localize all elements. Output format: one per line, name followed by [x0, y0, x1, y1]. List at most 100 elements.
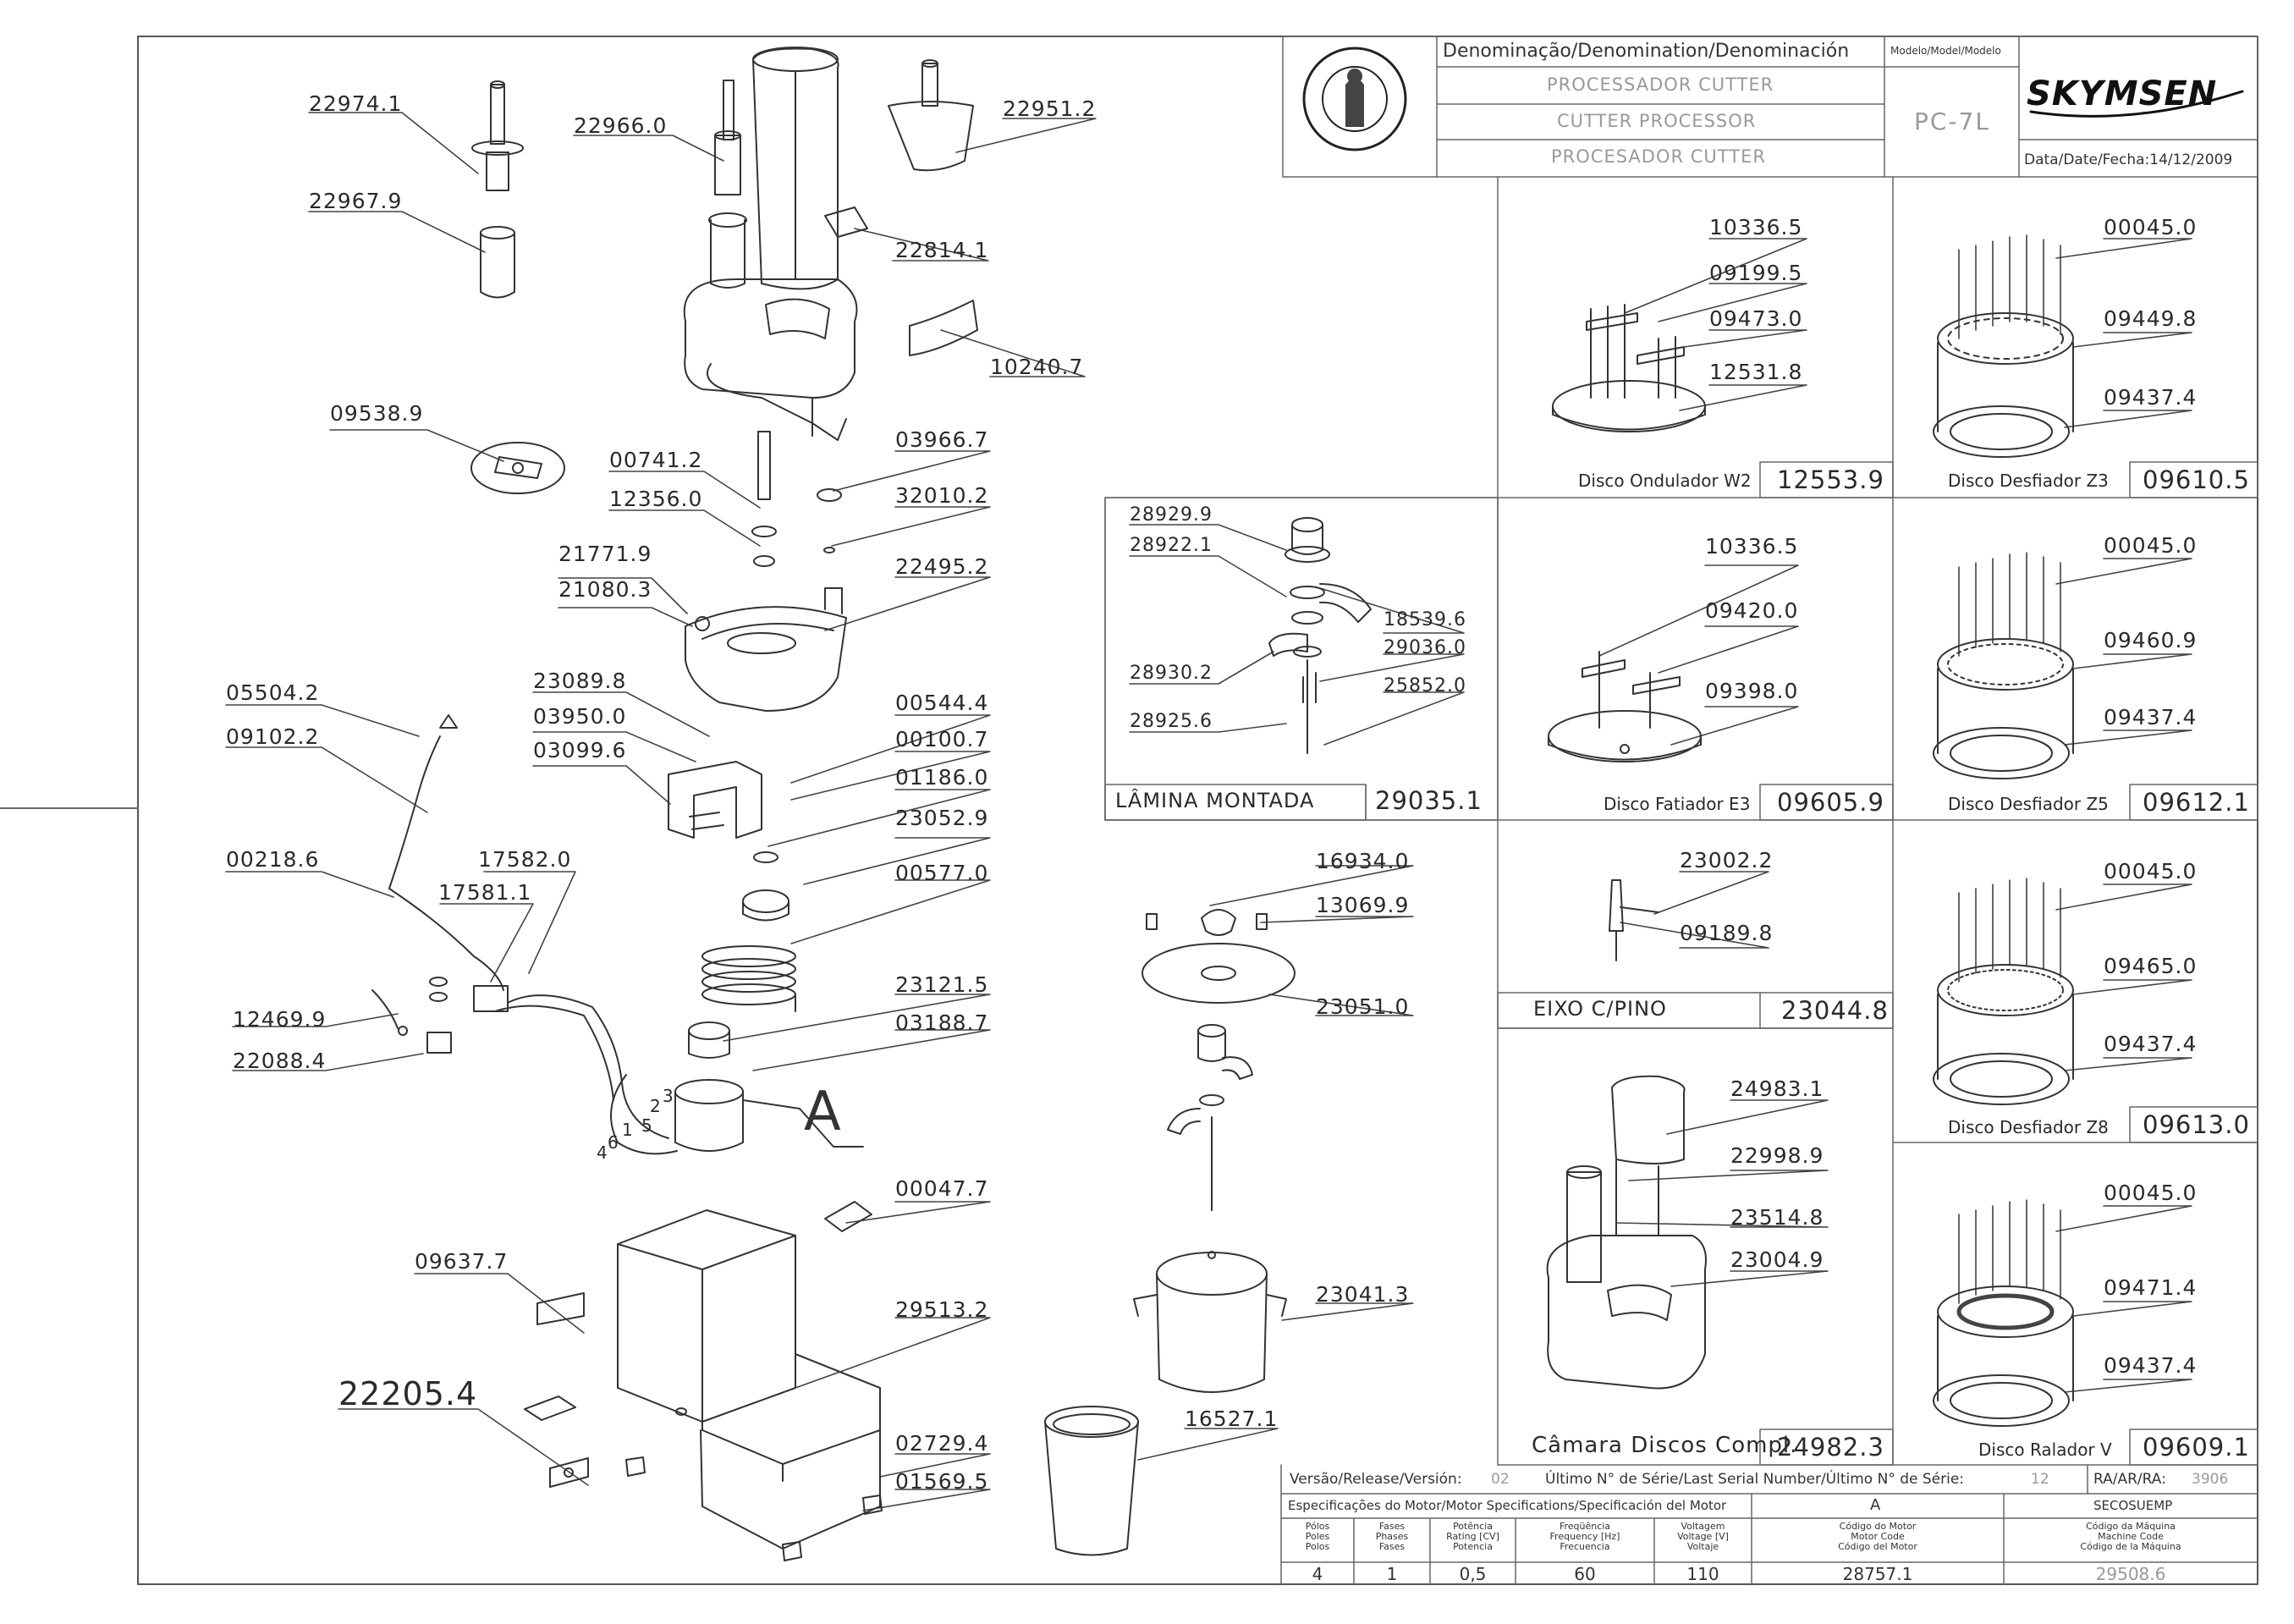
pulley-23052: [742, 889, 789, 922]
box-code: 09613.0: [2143, 1110, 2250, 1139]
serial-value: 12: [2031, 1471, 2049, 1488]
part-label: 22814.1: [895, 238, 989, 262]
denomination-label: Denominação/Denomination/Denominación: [1443, 41, 1850, 62]
part-label: 22088.4: [233, 1049, 327, 1073]
part-label: 22974.1: [309, 91, 403, 116]
serial-label: Último N° de Série/Last Serial Number/Úl…: [1545, 1471, 1965, 1488]
part-label: 28929.9: [1130, 504, 1213, 526]
part-label: 03099.6: [533, 738, 627, 762]
disc-09538: [470, 442, 565, 494]
authorized-service-stamp: [1302, 47, 1407, 151]
model-value: PC-7L: [1914, 107, 1990, 135]
wire-number: 6: [608, 1132, 619, 1153]
bearing-01186: [753, 851, 778, 863]
part-label: 00045.0: [2104, 215, 2198, 239]
part-label: 00544.4: [895, 691, 989, 715]
motor-23121: [674, 1021, 864, 1152]
part-label: 00577.0: [895, 861, 989, 885]
part-label: 09437.4: [2104, 1353, 2198, 1378]
disc-z3-drawing: [1933, 234, 2074, 458]
disc-ralador-drawing: [1933, 1199, 2074, 1427]
box-code: 09605.9: [1777, 788, 1884, 817]
part-label: 09102.2: [226, 724, 320, 749]
product-name-pt: PROCESSADOR CUTTER: [1547, 74, 1774, 95]
part-label: 23121.5: [895, 972, 989, 997]
part-label: 22998.9: [1730, 1143, 1824, 1168]
box-caption: Disco Fatiador E3: [1604, 794, 1751, 814]
brand-logo: SKYMSEN: [2027, 74, 2218, 113]
shaft-assembly-00741: [751, 431, 842, 567]
part-label: 10336.5: [1709, 215, 1803, 239]
part-label: 09199.5: [1709, 261, 1803, 285]
motor-spec-label: Especificações do Motor/Motor Specificat…: [1288, 1498, 1727, 1513]
part-label: 09437.4: [2104, 705, 2198, 729]
bowl-23041: [1133, 1251, 1287, 1393]
part-label: 09637.7: [415, 1249, 509, 1274]
pusher-22951: [888, 59, 974, 172]
part-label: 23514.8: [1730, 1205, 1824, 1230]
box-caption: Disco Desfiador Z5: [1948, 794, 2109, 814]
drawing-date: Data/Date/Fecha:14/12/2009: [2024, 151, 2233, 168]
part-label: 09471.4: [2104, 1275, 2198, 1300]
part-label: 10240.7: [990, 355, 1084, 379]
part-label: 00045.0: [2104, 1181, 2198, 1205]
version-value: 02: [1491, 1471, 1510, 1488]
value-machine-code: 29508.6: [2095, 1564, 2166, 1584]
value-poles: 4: [1312, 1564, 1323, 1584]
part-label: 23089.8: [533, 669, 627, 693]
box-caption: Disco Ondulador W2: [1578, 471, 1752, 491]
wire-number: 2: [650, 1096, 661, 1116]
disc-z5-drawing: [1933, 552, 2074, 779]
part-label: 03950.0: [533, 704, 627, 729]
ra-label: RA/AR/RA:: [2093, 1471, 2166, 1488]
part-label: 23004.9: [1730, 1247, 1824, 1272]
part-label: 23041.3: [1316, 1282, 1410, 1307]
part-label: 22495.2: [895, 554, 989, 579]
part-label: 00100.7: [895, 727, 989, 751]
part-label: 03966.7: [895, 427, 989, 452]
leader-lines: [225, 112, 2192, 1511]
part-label: 13069.9: [1316, 893, 1410, 917]
base-cabinet-29513: [524, 1201, 883, 1561]
version-label: Versão/Release/Versión:: [1290, 1471, 1462, 1488]
part-label: 12469.9: [233, 1007, 327, 1032]
part-label-base: 22205.4: [338, 1375, 478, 1412]
part-label: 24983.1: [1730, 1076, 1824, 1101]
part-label: 23051.0: [1316, 994, 1410, 1019]
housing-22495: [685, 587, 847, 712]
part-label: 00741.2: [609, 448, 703, 472]
part-label: 00045.0: [2104, 533, 2198, 558]
motor-spec-a: A: [1870, 1496, 1881, 1514]
box-code: 09609.1: [2143, 1433, 2250, 1462]
part-label: 17582.0: [478, 847, 572, 872]
part-label: 00047.7: [895, 1176, 989, 1201]
part-label: 09437.4: [2104, 1032, 2198, 1056]
part-label: 09538.9: [330, 401, 424, 426]
part-label: 09449.8: [2104, 306, 2198, 331]
disc-fatiador-drawing: [1548, 651, 1702, 762]
wire-number: 5: [641, 1115, 652, 1136]
box-caption: Disco Desfiador Z8: [1948, 1117, 2109, 1137]
part-label: 29036.0: [1384, 637, 1466, 658]
cup-16527: [1044, 1406, 1139, 1556]
value-power: 0,5: [1459, 1564, 1487, 1584]
part-label: 21771.9: [558, 542, 652, 566]
part-label: 28925.6: [1130, 711, 1213, 732]
wire-number: 4: [597, 1142, 608, 1163]
wire-number: 3: [663, 1086, 674, 1106]
spring-00577: [701, 945, 796, 1012]
lid-23051: [1141, 909, 1296, 1004]
part-label: 00218.6: [226, 847, 320, 872]
disc-z8-drawing: [1933, 878, 2074, 1105]
box-caption: Disco Ralador V: [1978, 1440, 2112, 1460]
box-code: 09610.5: [2143, 465, 2250, 494]
part-label: 03188.7: [895, 1010, 989, 1035]
disc-ondulador-drawing: [1552, 304, 1706, 432]
wiring-harness: [371, 714, 678, 1155]
camara-drawing: [1546, 1075, 1707, 1390]
